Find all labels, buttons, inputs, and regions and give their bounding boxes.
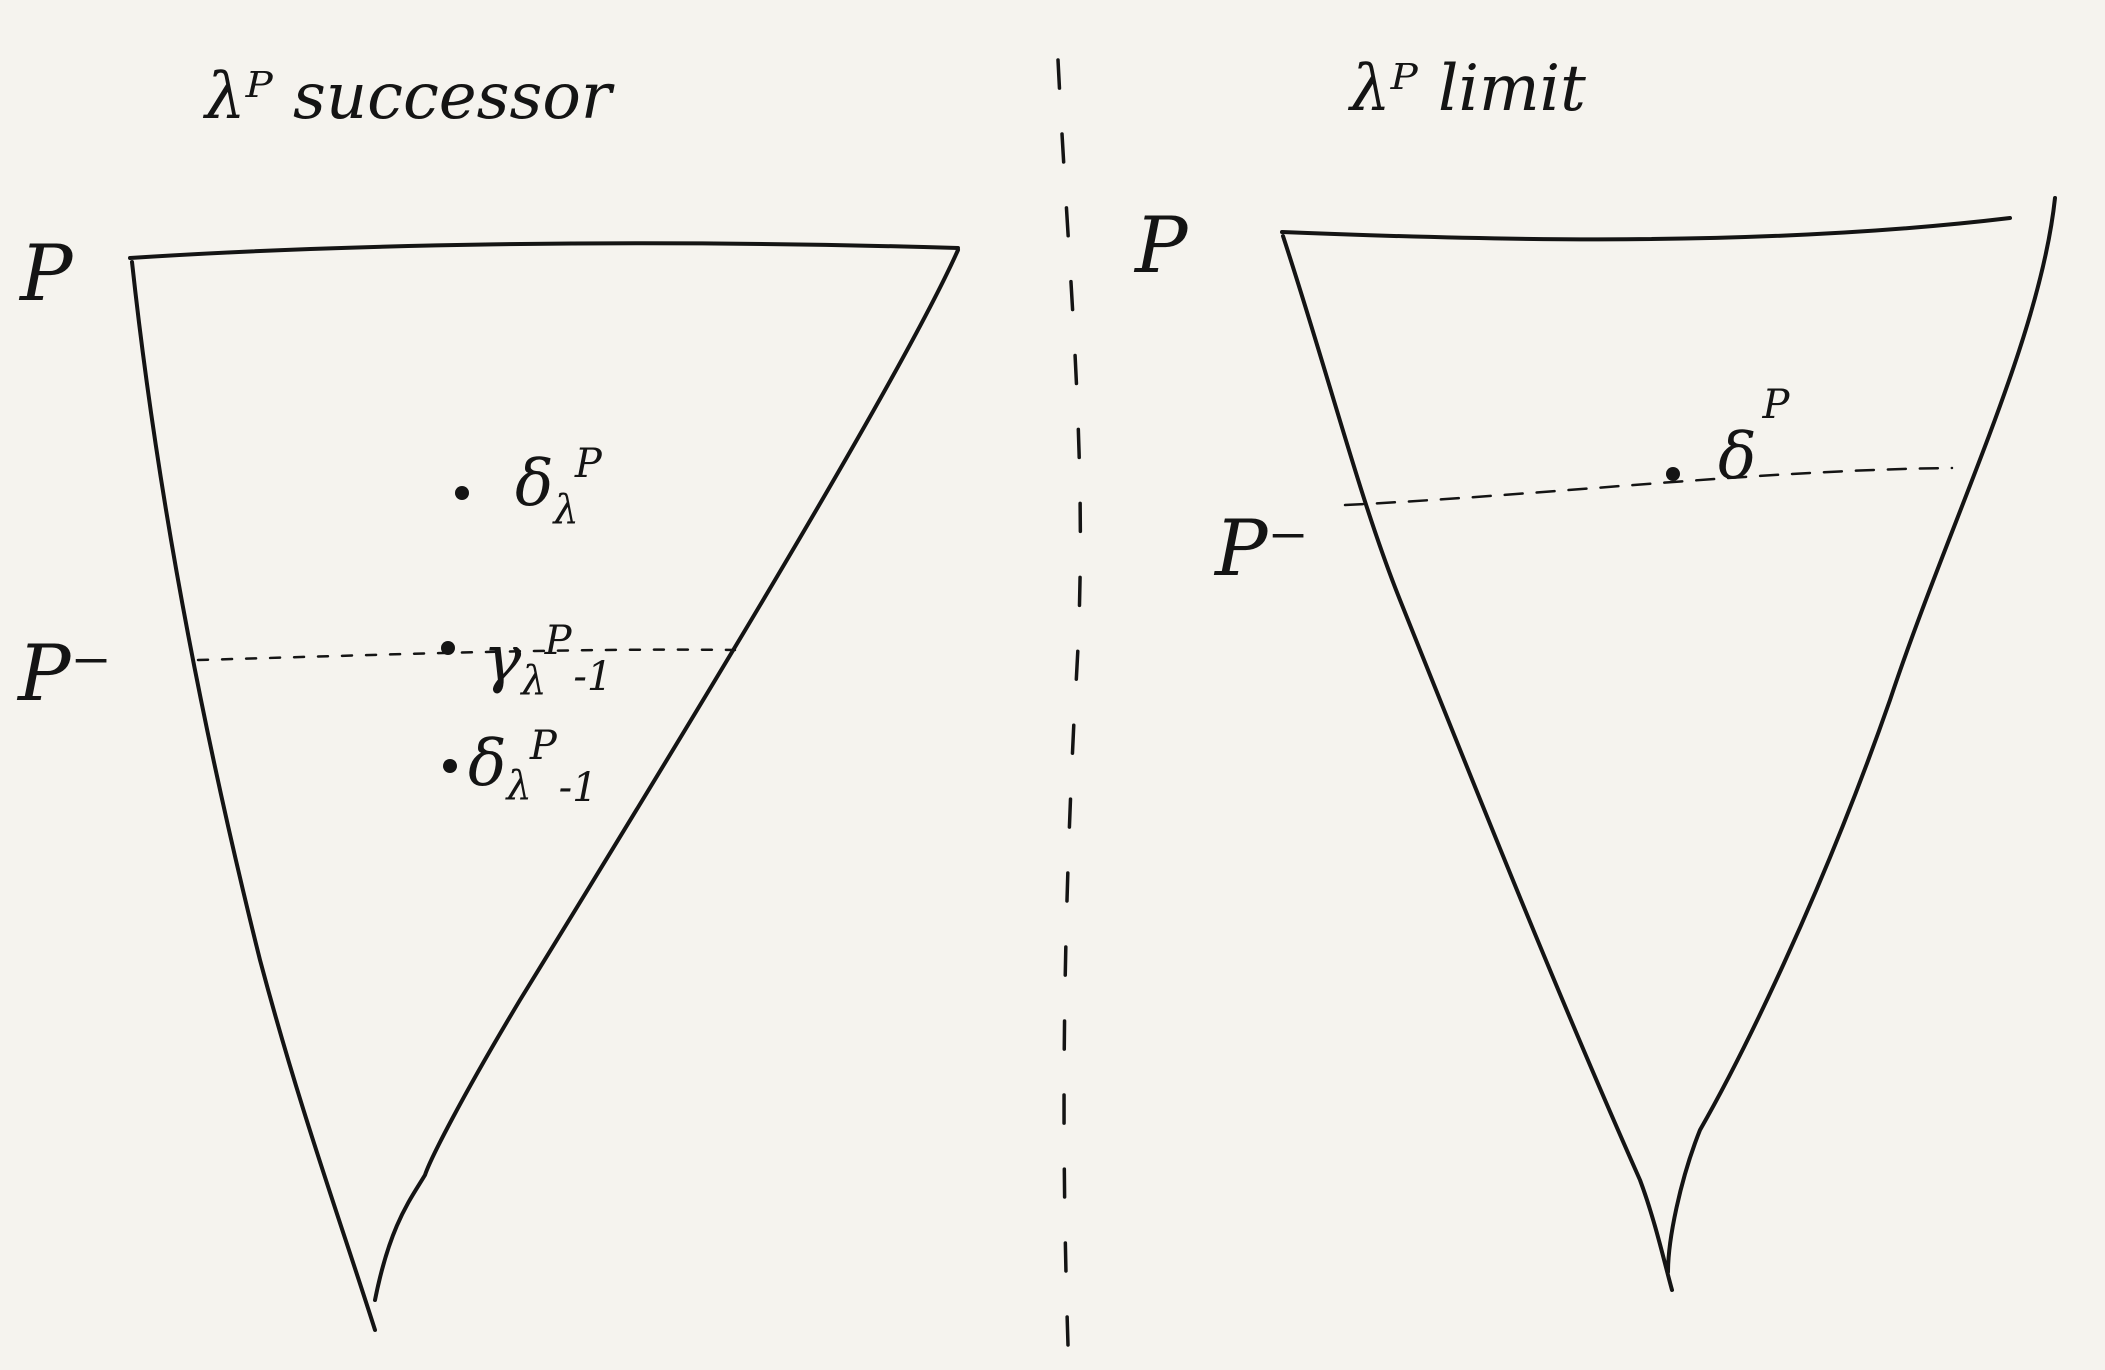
sub-delta-lambda: λ bbox=[552, 487, 579, 533]
sup-delta: P bbox=[529, 723, 558, 769]
point-delta-lambda: δλP bbox=[515, 441, 603, 533]
point-gamma-lambda-minus-1: γλP-1 bbox=[483, 618, 612, 704]
triangle-top-limit bbox=[1280, 216, 2012, 242]
triangle-right-successor bbox=[373, 248, 960, 1302]
panel-successor: λᴾ successor P P⁻ δλP γλP-1 δλP-1 bbox=[16, 60, 960, 1332]
cut-line-successor bbox=[196, 648, 737, 662]
dot-gamma-lambda-minus-1 bbox=[441, 641, 455, 655]
dot-delta-lambda bbox=[455, 486, 469, 500]
title-limit: λᴾ limit bbox=[1347, 52, 1586, 126]
point-delta-lambda-minus-1: δλP-1 bbox=[468, 723, 598, 811]
label-top-successor: P bbox=[18, 229, 74, 319]
panel-limit: λᴾ limit P P⁻ δP bbox=[1133, 52, 2057, 1292]
symbol-gamma: γ bbox=[483, 622, 522, 696]
dot-delta-p bbox=[1666, 467, 1680, 481]
tail-gamma: -1 bbox=[573, 654, 612, 700]
point-delta-p: δP bbox=[1718, 382, 1791, 494]
label-cut-successor: P⁻ bbox=[16, 629, 112, 719]
sup-delta-p: P bbox=[1762, 382, 1791, 428]
triangle-right-limit bbox=[1666, 196, 2057, 1274]
cut-line-limit bbox=[1343, 466, 1954, 507]
sup-gamma: P bbox=[544, 618, 573, 664]
tail-delta: -1 bbox=[559, 765, 598, 811]
triangle-left-successor bbox=[130, 260, 377, 1332]
divider-line bbox=[1056, 58, 1083, 1347]
sup-delta-lambda: P bbox=[574, 441, 603, 487]
symbol-delta: δ bbox=[468, 727, 507, 801]
symbol-delta-lambda: δ bbox=[515, 447, 554, 521]
triangle-top-successor bbox=[128, 241, 960, 260]
symbol-delta-p: δ bbox=[1718, 420, 1757, 494]
dot-delta-lambda-minus-1 bbox=[443, 759, 457, 773]
label-top-limit: P bbox=[1133, 201, 1189, 291]
title-successor: λᴾ successor bbox=[202, 60, 615, 134]
label-cut-limit: P⁻ bbox=[1213, 504, 1309, 594]
sub-delta: λ bbox=[505, 763, 532, 809]
sub-gamma: λ bbox=[519, 658, 546, 704]
triangle-left-limit bbox=[1281, 234, 1674, 1292]
